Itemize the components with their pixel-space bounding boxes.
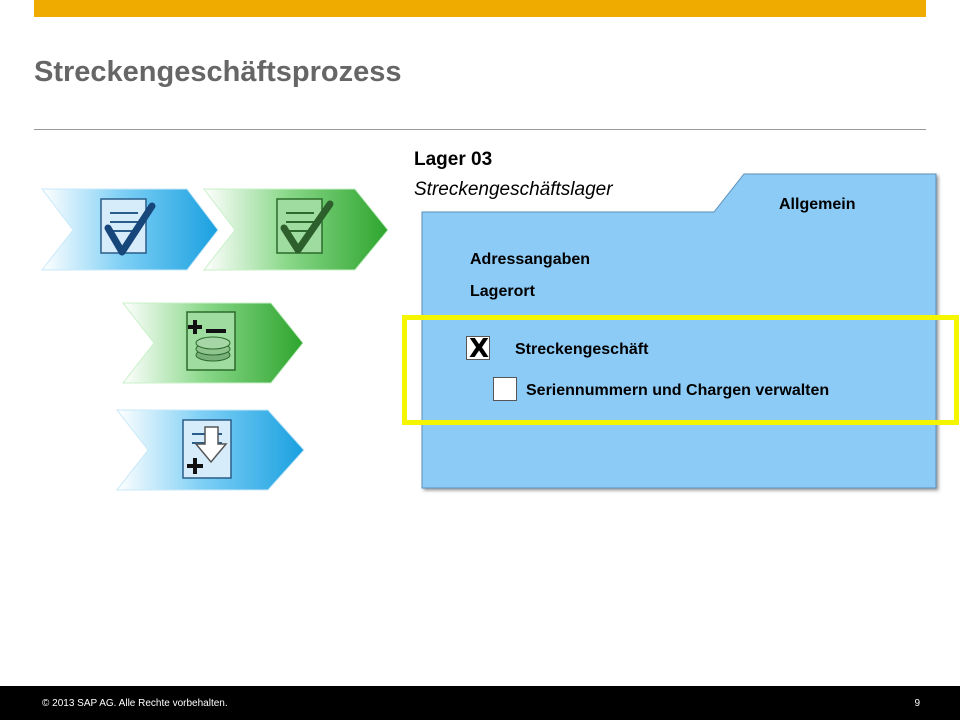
field-address: Adressangaben xyxy=(470,251,591,268)
drop-ship-checkbox[interactable]: X xyxy=(466,334,490,364)
document-check-icon xyxy=(276,198,334,254)
process-diagram xyxy=(40,188,389,491)
process-step-1 xyxy=(40,188,219,271)
copyright-text: © 2013 SAP AG. Alle Rechte vorbehalten. xyxy=(42,698,228,709)
page-number: 9 xyxy=(914,698,920,709)
highlight-frame xyxy=(402,315,959,425)
calculator-coins-icon xyxy=(186,311,236,371)
process-step-4 xyxy=(115,409,305,491)
process-step-3 xyxy=(121,302,304,384)
tab-general[interactable]: Allgemein xyxy=(779,196,856,213)
document-download-icon xyxy=(182,419,232,479)
footer-bar: © 2013 SAP AG. Alle Rechte vorbehalten. … xyxy=(0,686,960,720)
top-accent-bar xyxy=(34,0,926,17)
process-step-2 xyxy=(202,188,389,271)
page-title: Streckengeschäftsprozess xyxy=(34,56,402,88)
document-check-icon xyxy=(100,198,156,256)
checkbox-x-mark: X xyxy=(468,334,490,364)
warehouse-type: Streckengeschäftslager xyxy=(414,179,613,200)
serial-batch-checkbox[interactable] xyxy=(493,377,517,401)
warehouse-name: Lager 03 xyxy=(414,149,493,170)
drop-ship-label: Streckengeschäft xyxy=(515,341,649,358)
serial-batch-label: Seriennummern und Chargen verwalten xyxy=(526,382,830,399)
title-divider xyxy=(34,129,926,130)
general-tab-panel xyxy=(421,173,937,489)
field-storage-location: Lagerort xyxy=(470,283,535,300)
